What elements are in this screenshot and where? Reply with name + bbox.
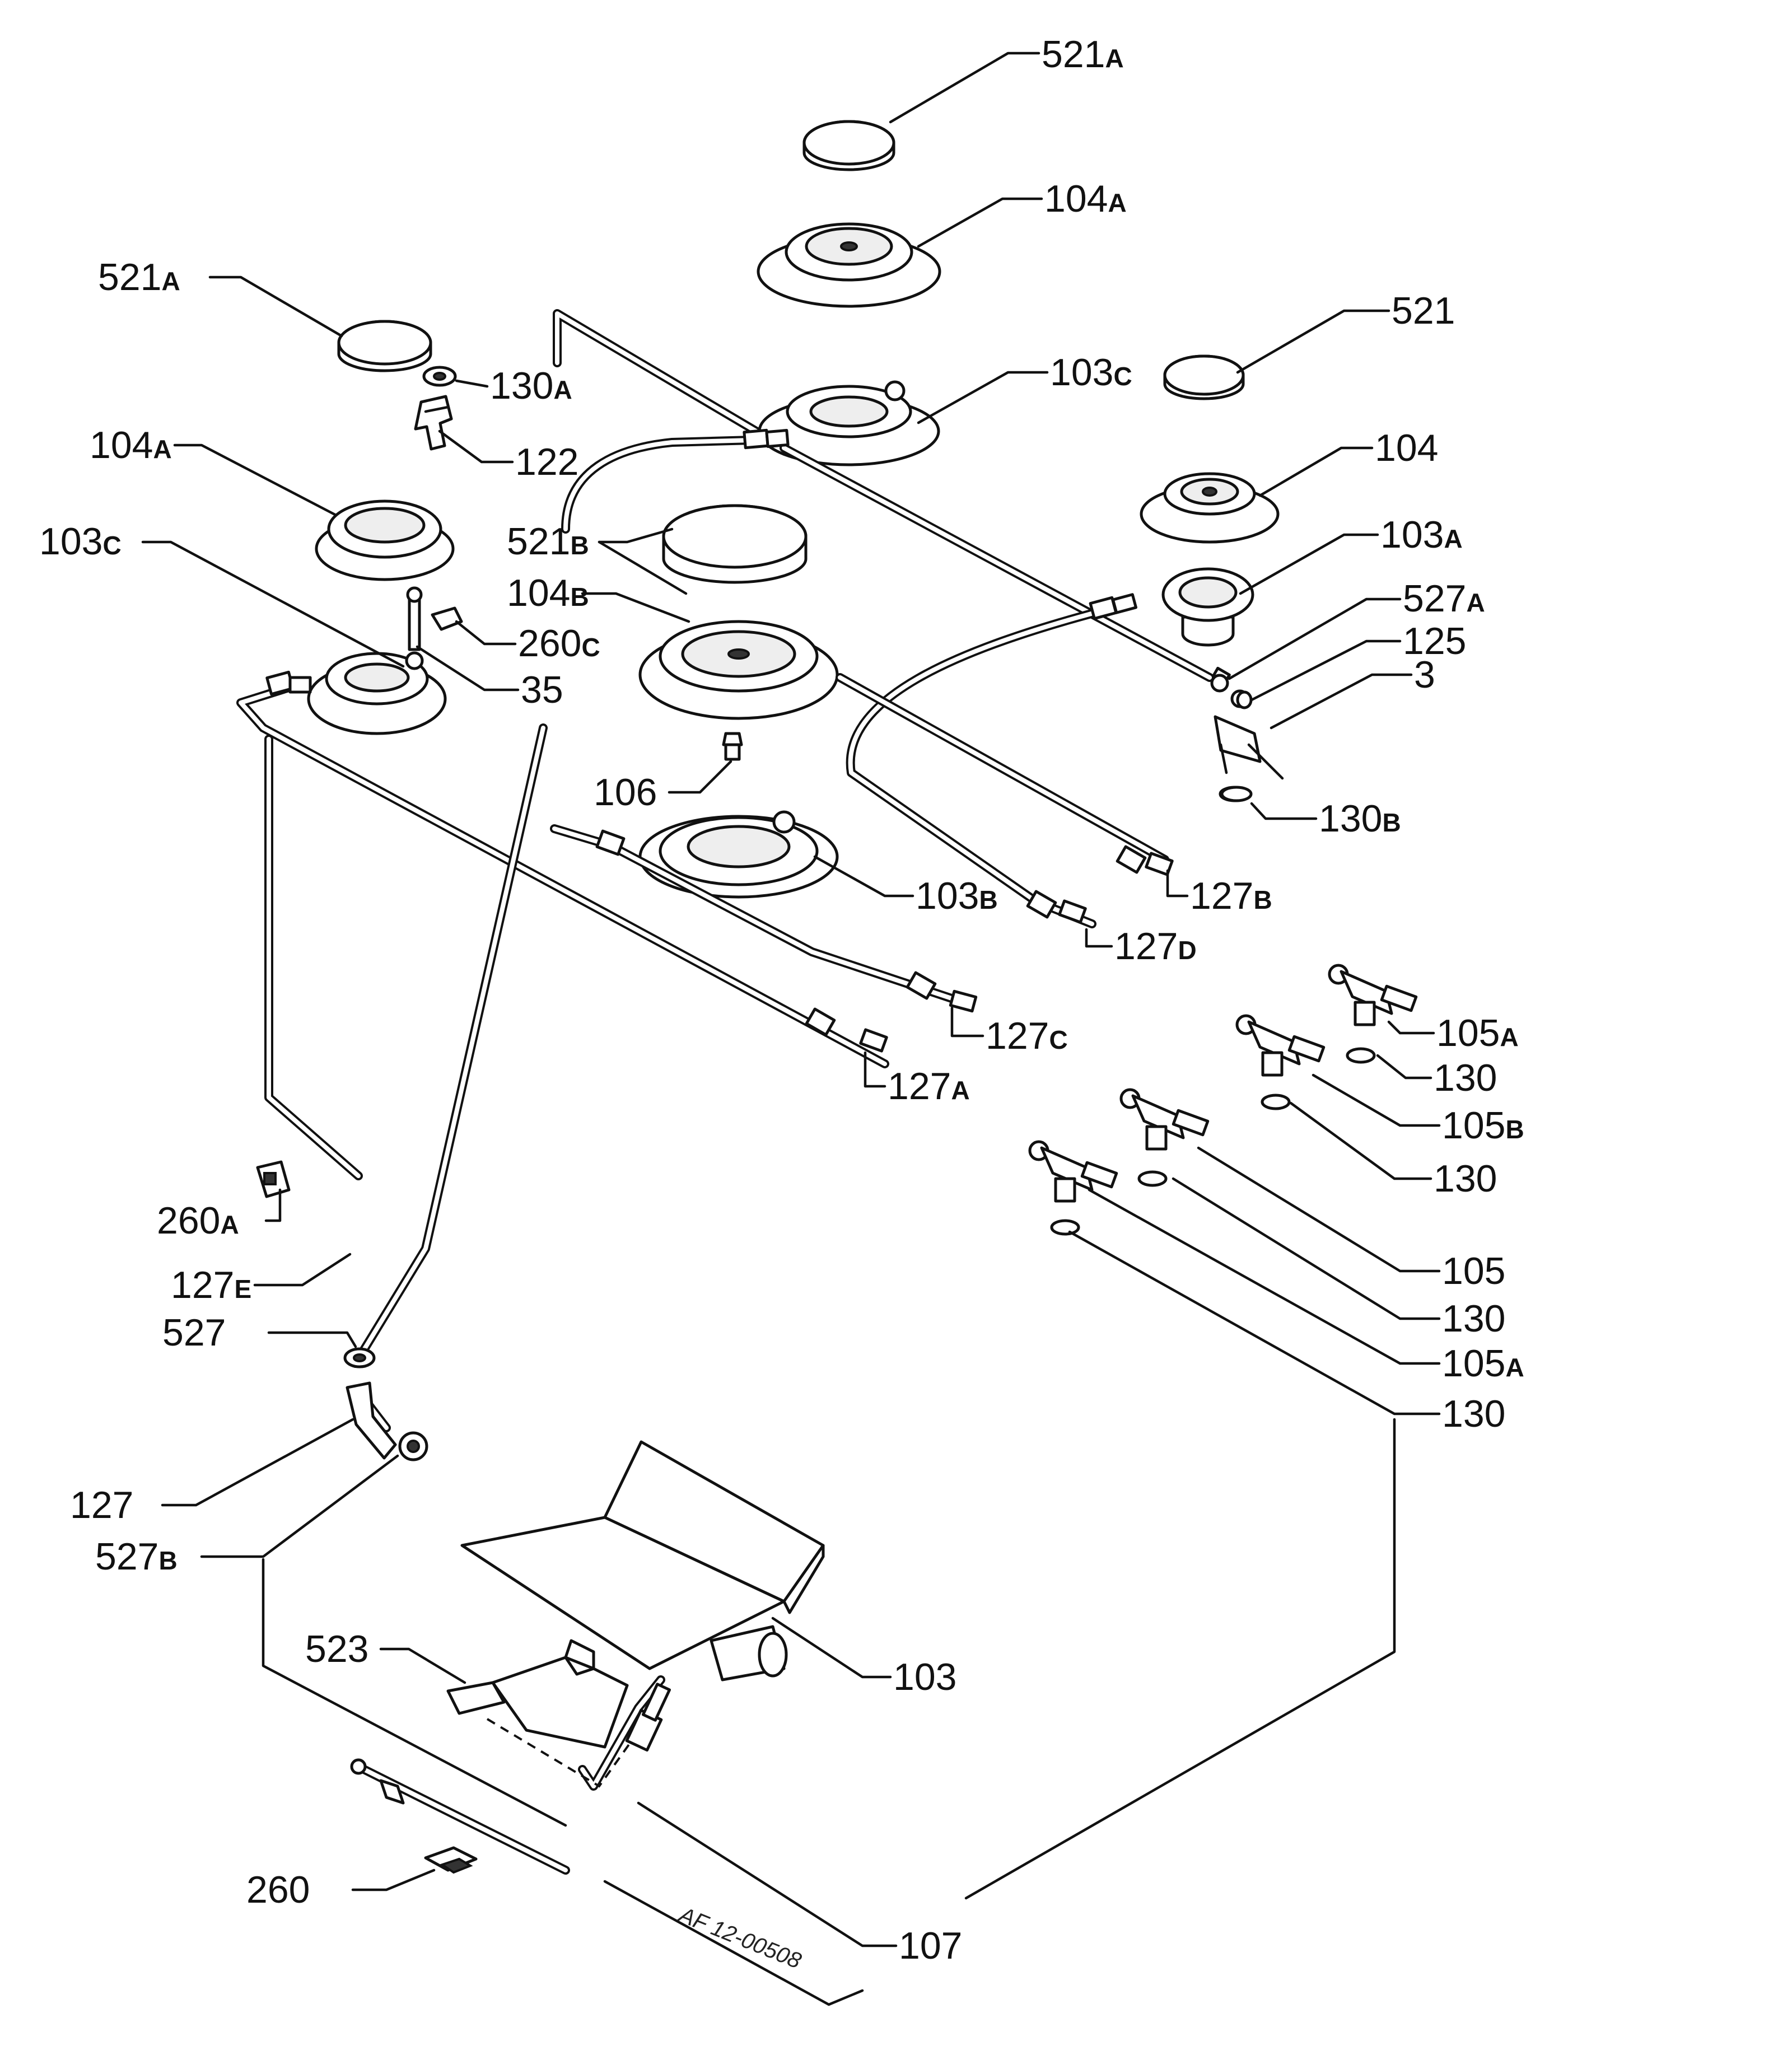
label-125: 125 [1403,620,1466,662]
bracket-523 [446,1639,656,1788]
nut-527a [1210,674,1229,693]
label-127: 127 [70,1484,133,1526]
label-122: 122 [515,441,578,483]
label-130-1: 130 [1434,1057,1497,1099]
clip-260c [431,606,463,631]
ignition-electrode-107 [625,1683,671,1752]
label-527b: 527B [95,1535,178,1578]
elbow-127 [346,1381,397,1460]
label-130a: 130A [490,365,572,407]
label-104a-left: 104A [90,424,172,466]
label-104-right: 104 [1375,427,1438,469]
label-127b: 127B [1190,875,1272,917]
label-260c: 260C [518,622,600,665]
label-521-right: 521 [1392,289,1455,332]
injector-holder-105a-top [1328,964,1418,1026]
nut-527 [343,1347,376,1368]
burner-base-103c-left [307,651,447,735]
label-103: 103 [893,1656,956,1698]
burner-base-103c-top [758,380,940,466]
burner-104a-left [315,499,455,581]
burner-cap-521a-left [337,320,432,372]
drawing-code: AF 12-00508 [675,1902,805,1974]
gas-pipes [236,309,1214,1875]
label-527: 527 [162,1311,226,1354]
injector-cap-130a [422,366,457,387]
nozzle-122 [414,395,453,451]
label-130-4: 130 [1442,1393,1505,1435]
label-127a: 127A [888,1065,970,1108]
burner-base-103a [1161,567,1254,647]
label-105b: 105B [1442,1104,1524,1147]
label-104b: 104B [507,572,589,614]
thermocouple-lead [350,1758,405,1805]
injector-holder-105b [1235,1014,1326,1077]
injector-106 [722,732,743,761]
washer-130-4 [1050,1219,1080,1236]
label-3: 3 [1414,653,1435,696]
label-521b: 521B [507,520,589,563]
label-103b: 103B [916,875,998,917]
label-523: 523 [305,1628,368,1670]
label-103c-top: 103C [1050,351,1132,394]
burner-104-right [1140,472,1280,544]
label-260a: 260A [157,1199,239,1242]
injector-holder-105 [1119,1088,1210,1151]
injector-holder-105a-bottom [1028,1140,1118,1203]
label-130-3: 130 [1442,1297,1505,1340]
leader-lines [141,52,1441,2006]
washer-125 [1236,690,1253,709]
washer-130-2 [1261,1094,1291,1110]
washer-130-1 [1346,1047,1376,1064]
label-127e: 127E [171,1264,251,1306]
nut-527b [398,1431,428,1461]
burner-tube-103 [460,1440,825,1681]
washer-130-3 [1137,1170,1168,1187]
label-103c-left: 103C [39,520,122,563]
label-521a-left: 521A [98,256,180,298]
burner-cap-521b [662,504,808,584]
label-127d: 127D [1114,925,1197,968]
pipe-fittings [265,428,1174,1053]
burner-104b [638,620,839,720]
label-260: 260 [246,1869,310,1911]
clip-260a [256,1160,291,1198]
burner-104a-top [757,222,941,308]
label-127c: 127C [986,1015,1068,1057]
label-130b: 130B [1319,797,1401,840]
label-107: 107 [899,1924,962,1967]
washer-130b [1220,786,1253,802]
label-521a-top: 521A [1042,33,1124,76]
burner-cap-521a-top [802,120,895,171]
burner-cap-521-right [1163,354,1245,400]
thermocouple-35 [406,586,423,651]
label-104a-top: 104A [1044,177,1127,220]
label-527a: 527A [1403,577,1485,620]
label-106: 106 [594,771,657,814]
label-105: 105 [1442,1250,1505,1292]
label-105a-bottom: 105A [1442,1342,1524,1385]
label-105a-top: 105A [1436,1012,1519,1054]
burner-base-103b [638,810,839,899]
clip-260 [424,1846,478,1874]
label-130-2: 130 [1434,1157,1497,1200]
label-103a: 103A [1380,513,1463,556]
label-35: 35 [521,669,563,711]
